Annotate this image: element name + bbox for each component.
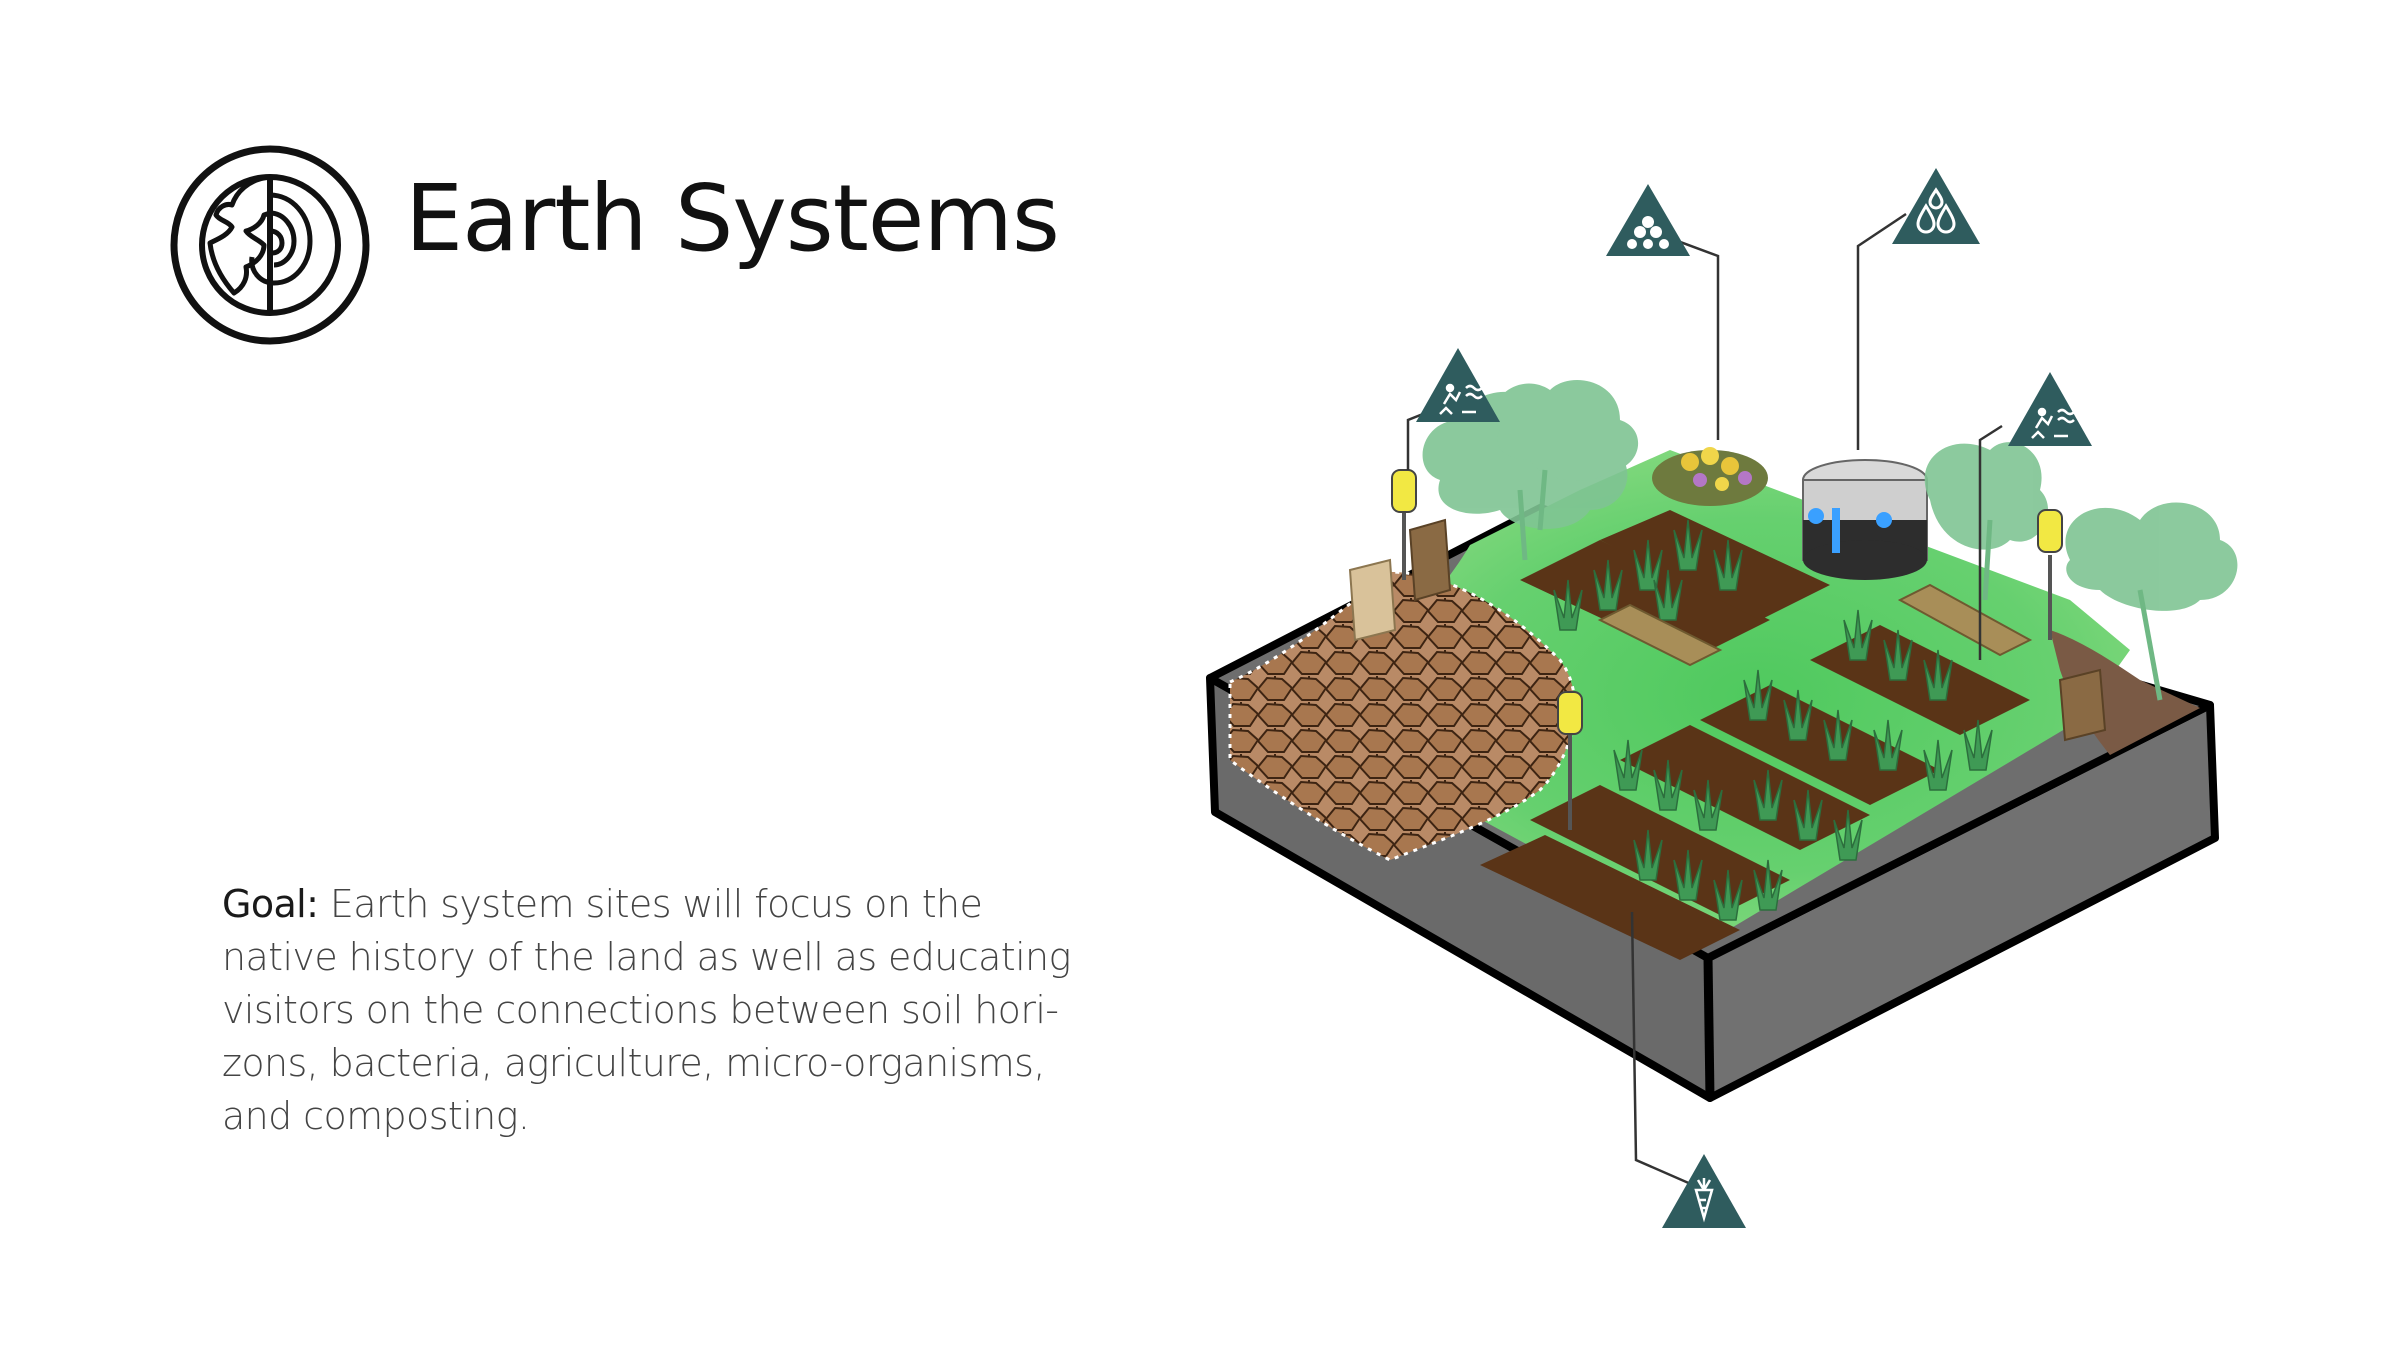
benches — [1597, 583, 2033, 667]
callout-flowers — [1606, 184, 1690, 256]
flower-patch — [1652, 447, 1768, 506]
callout-recreation-right — [2008, 372, 2092, 446]
callout-water — [1892, 168, 1980, 244]
crop-plants — [1553, 519, 1993, 921]
callout-vegetables — [1662, 1154, 1746, 1228]
goal-label: Goal: — [222, 882, 319, 926]
page-title: Earth Systems — [405, 165, 1060, 272]
goal-line-1: Goal: Earth system sites will focus on t… — [222, 882, 983, 926]
goal-line-4: zons, bacteria, agriculture, micro-organ… — [222, 1041, 1045, 1085]
recreation-icon — [1439, 383, 1483, 415]
water-tank — [1802, 459, 1928, 580]
goal-line-3: visitors on the connections between soil… — [222, 988, 1059, 1032]
tree-trunks — [1517, 469, 2163, 701]
trees — [1422, 380, 2238, 611]
carrot-icon — [1694, 1178, 1714, 1223]
water-drops-icon — [1916, 187, 1956, 234]
goal-line-2: native history of the land as well as ed… — [222, 935, 1071, 979]
goal-description: Goal: Earth system sites will focus on t… — [222, 878, 1071, 1143]
goal-line-5: and composting. — [222, 1094, 530, 1138]
callout-recreation-left — [1416, 348, 1500, 422]
lamp-posts — [1391, 469, 2063, 830]
earth-spiral-icon — [170, 145, 370, 345]
flowers-icon — [1627, 216, 1669, 249]
site-ground — [1206, 450, 2214, 962]
compost-bins — [1348, 518, 2107, 742]
earth-systems-logo — [168, 143, 373, 348]
recreation-icon — [2031, 407, 2075, 439]
